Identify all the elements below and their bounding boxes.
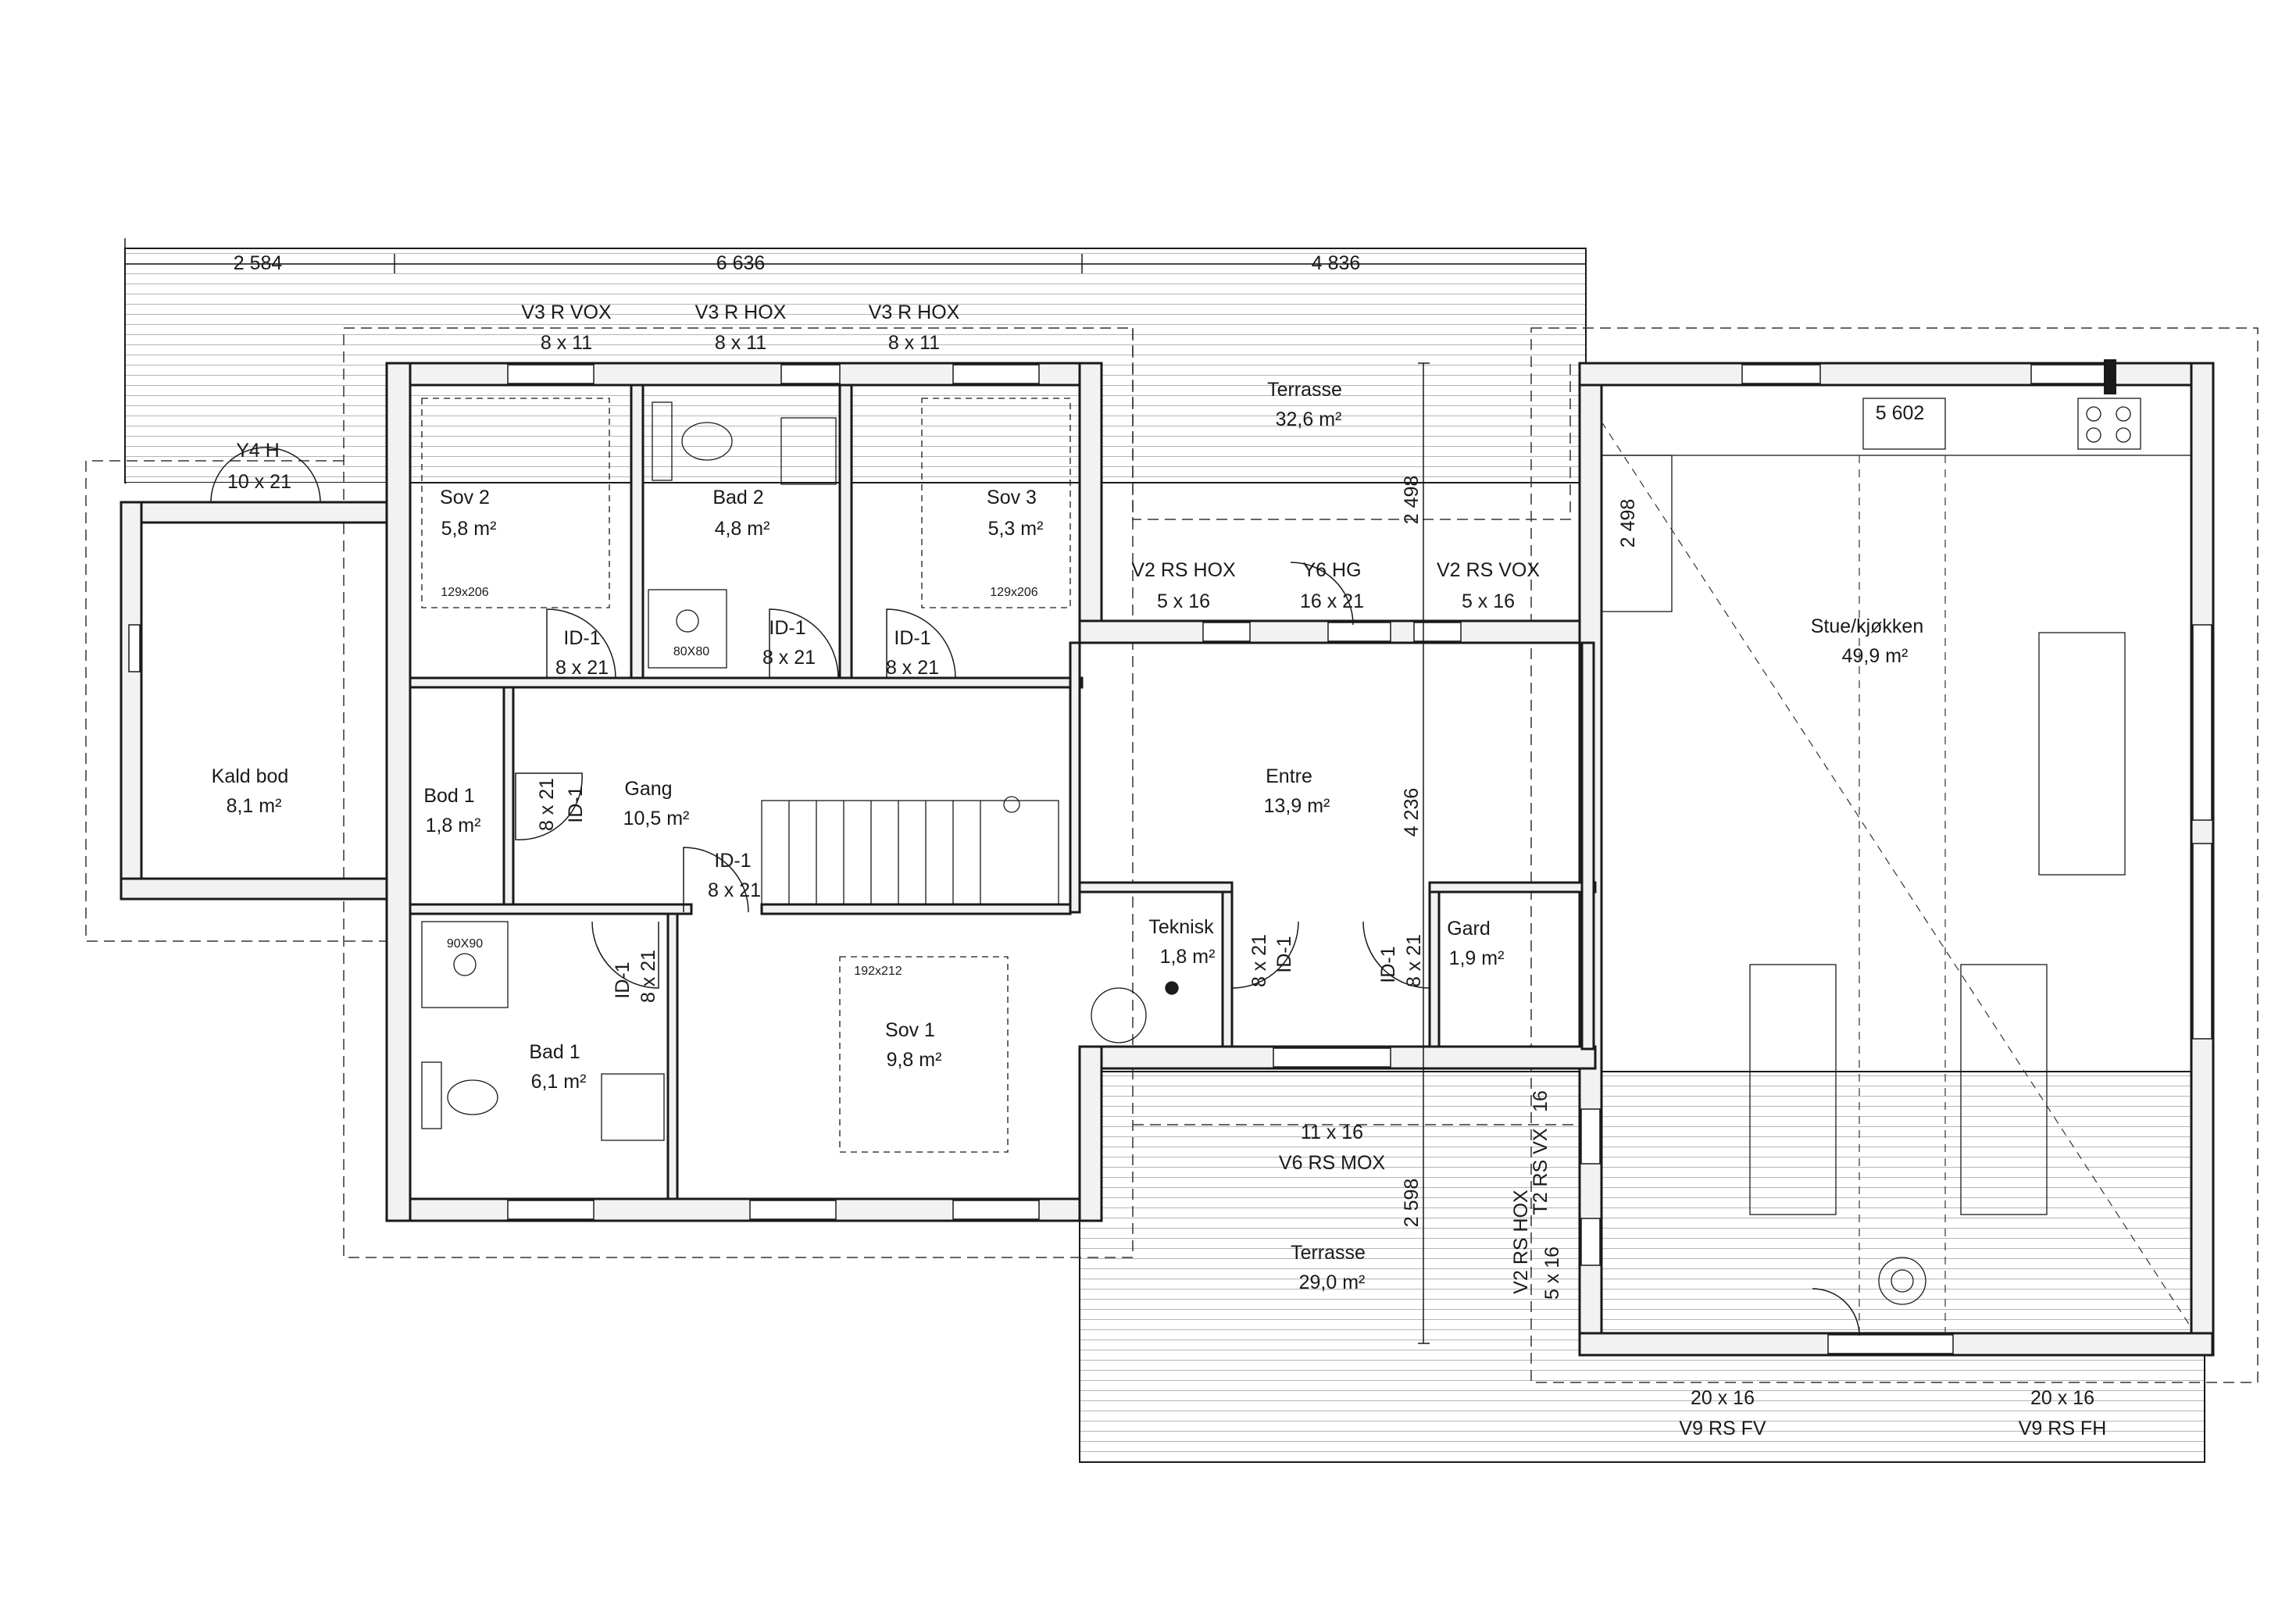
door-labels: ID-1 8 x 21 ID-1 8 x 21 ID-1 8 x 21 8 x …	[536, 617, 1425, 1003]
dimension-lines	[124, 238, 1587, 1344]
room-name-sov2: Sov 2	[440, 487, 490, 508]
room-name-gard: Gard	[1447, 918, 1491, 940]
window-size: 8 x 11	[541, 332, 592, 354]
dim-top-3: 4 836	[1312, 252, 1361, 274]
window-size: 20 x 16	[1691, 1387, 1755, 1409]
window-code: V3 R VOX	[521, 301, 612, 323]
window-code: V2 RS HOX	[1131, 559, 1236, 581]
door-code: ID-1	[1273, 936, 1295, 972]
window-openings	[128, 364, 2212, 1354]
kitchen-counter	[1601, 359, 2192, 612]
room-area-bad1: 6,1 m²	[531, 1071, 587, 1093]
window-size: 8 x 11	[888, 332, 940, 354]
dim-top-2: 6 636	[716, 252, 766, 274]
room-name-bod1: Bod 1	[423, 785, 474, 807]
window-size: 16	[1530, 1090, 1551, 1112]
bath-fixtures	[421, 401, 1179, 1141]
interior-walls	[409, 383, 1597, 1200]
room-name-terrasse-north: Terrasse	[1267, 379, 1342, 401]
room-name-bad1: Bad 1	[529, 1041, 580, 1063]
room-area-terrasse-north: 32,6 m²	[1276, 408, 1342, 430]
room-name-sov3: Sov 3	[987, 487, 1037, 508]
window-code: V2 RS VOX	[1437, 559, 1540, 581]
door-code: ID-1	[565, 786, 587, 822]
door-size: 8 x 21	[637, 950, 659, 1003]
room-name-teknisk: Teknisk	[1148, 916, 1214, 938]
window-size: 10 x 21	[227, 471, 291, 493]
room-area-terrasse-south: 29,0 m²	[1299, 1272, 1366, 1293]
window-size: 16 x 21	[1300, 590, 1364, 612]
living-furniture	[1601, 421, 2192, 1333]
window-code: V3 R HOX	[869, 301, 960, 323]
window-size: 5 x 16	[1462, 590, 1515, 612]
window-size: 5 x 16	[1157, 590, 1210, 612]
door-size: 8 x 21	[536, 778, 558, 831]
staircase	[761, 796, 1059, 905]
shower-size-bad2: 80X80	[673, 645, 709, 658]
window-code: Y6 HG	[1302, 559, 1361, 581]
door-code: ID-1	[1377, 946, 1399, 983]
bed-size-sov2: 129x206	[441, 586, 488, 599]
window-code: V3 R HOX	[695, 301, 787, 323]
window-size: 20 x 16	[2030, 1387, 2094, 1409]
room-name-sov1: Sov 1	[885, 1019, 935, 1041]
door-size: 8 x 21	[555, 657, 609, 679]
window-code: V6 RS MOX	[1279, 1152, 1385, 1174]
window-labels: V3 R VOX 8 x 11 V3 R HOX 8 x 11 V3 R HOX…	[227, 301, 2106, 1439]
door-size: 8 x 21	[762, 647, 816, 669]
roof-outline-bod	[85, 460, 391, 942]
window-code: V9 RS FH	[2019, 1418, 2107, 1439]
door-code: ID-1	[612, 961, 634, 998]
room-area-gard: 1,9 m²	[1449, 947, 1505, 969]
room-name-entre: Entre	[1266, 765, 1312, 787]
door-size: 8 x 21	[1403, 934, 1425, 987]
dim-entre-depth: 4 236	[1401, 788, 1423, 837]
window-size: 5 x 16	[1541, 1247, 1563, 1300]
window-size: 11 x 16	[1301, 1122, 1363, 1143]
room-area-bad2: 4,8 m²	[715, 518, 770, 540]
window-code: V2 RS HOX	[1510, 1190, 1532, 1294]
room-area-bod1: 1,8 m²	[426, 815, 481, 836]
door-code: ID-1	[563, 627, 600, 649]
room-area-sov1: 9,8 m²	[887, 1049, 942, 1071]
bed-size-sov3: 129x206	[990, 586, 1037, 599]
door-size: 8 x 21	[1248, 934, 1270, 987]
dim-kitchen-width: 5 602	[1876, 402, 1925, 424]
shower-size-bad1: 90X90	[447, 937, 483, 951]
room-name-terrasse-south: Terrasse	[1291, 1242, 1366, 1264]
room-name-kald-bod: Kald bod	[212, 765, 289, 787]
bed-size-sov1: 192x212	[854, 965, 902, 978]
dim-terrace-north-depth: 2 498	[1401, 476, 1423, 525]
room-area-kald-bod: 8,1 m²	[227, 795, 282, 817]
door-code: ID-1	[894, 627, 930, 649]
room-area-teknisk: 1,8 m²	[1160, 946, 1216, 968]
room-area-entre: 13,9 m²	[1264, 795, 1330, 817]
room-area-gang: 10,5 m²	[623, 808, 690, 829]
door-size: 8 x 21	[886, 657, 939, 679]
room-labels: Sov 2 5,8 m² Bad 2 4,8 m² Sov 3 5,3 m² T…	[212, 379, 1924, 1293]
room-name-bad2: Bad 2	[712, 487, 763, 508]
window-code: V9 RS FV	[1679, 1418, 1766, 1439]
door-swings	[210, 447, 1860, 1336]
door-code: ID-1	[714, 850, 751, 872]
room-name-stue-kjokken: Stue/kjøkken	[1811, 615, 1924, 637]
dim-terrace-south-depth: 2 598	[1401, 1179, 1423, 1228]
dim-kitchen-depth: 2 498	[1617, 499, 1639, 548]
door-code: ID-1	[769, 617, 805, 639]
window-code: T2 RS VX	[1530, 1128, 1551, 1215]
south-terrace-deck	[1079, 1071, 2205, 1463]
roof-outline-terrace-n	[1132, 328, 1571, 520]
door-size: 8 x 21	[708, 879, 761, 901]
fixture-labels: 129x206 129x206 192x212 80X80 90X90	[441, 586, 1037, 978]
room-area-sov3: 5,3 m²	[988, 518, 1044, 540]
window-size: 8 x 11	[715, 332, 766, 354]
room-name-gang: Gang	[624, 778, 672, 800]
room-area-stue-kjokken: 49,9 m²	[1842, 645, 1909, 667]
beds	[421, 398, 1071, 1153]
window-code: Y4 H	[236, 440, 280, 462]
roof-outline-east	[1530, 327, 2259, 1383]
room-area-sov2: 5,8 m²	[441, 518, 497, 540]
dim-top-1: 2 584	[234, 252, 283, 274]
